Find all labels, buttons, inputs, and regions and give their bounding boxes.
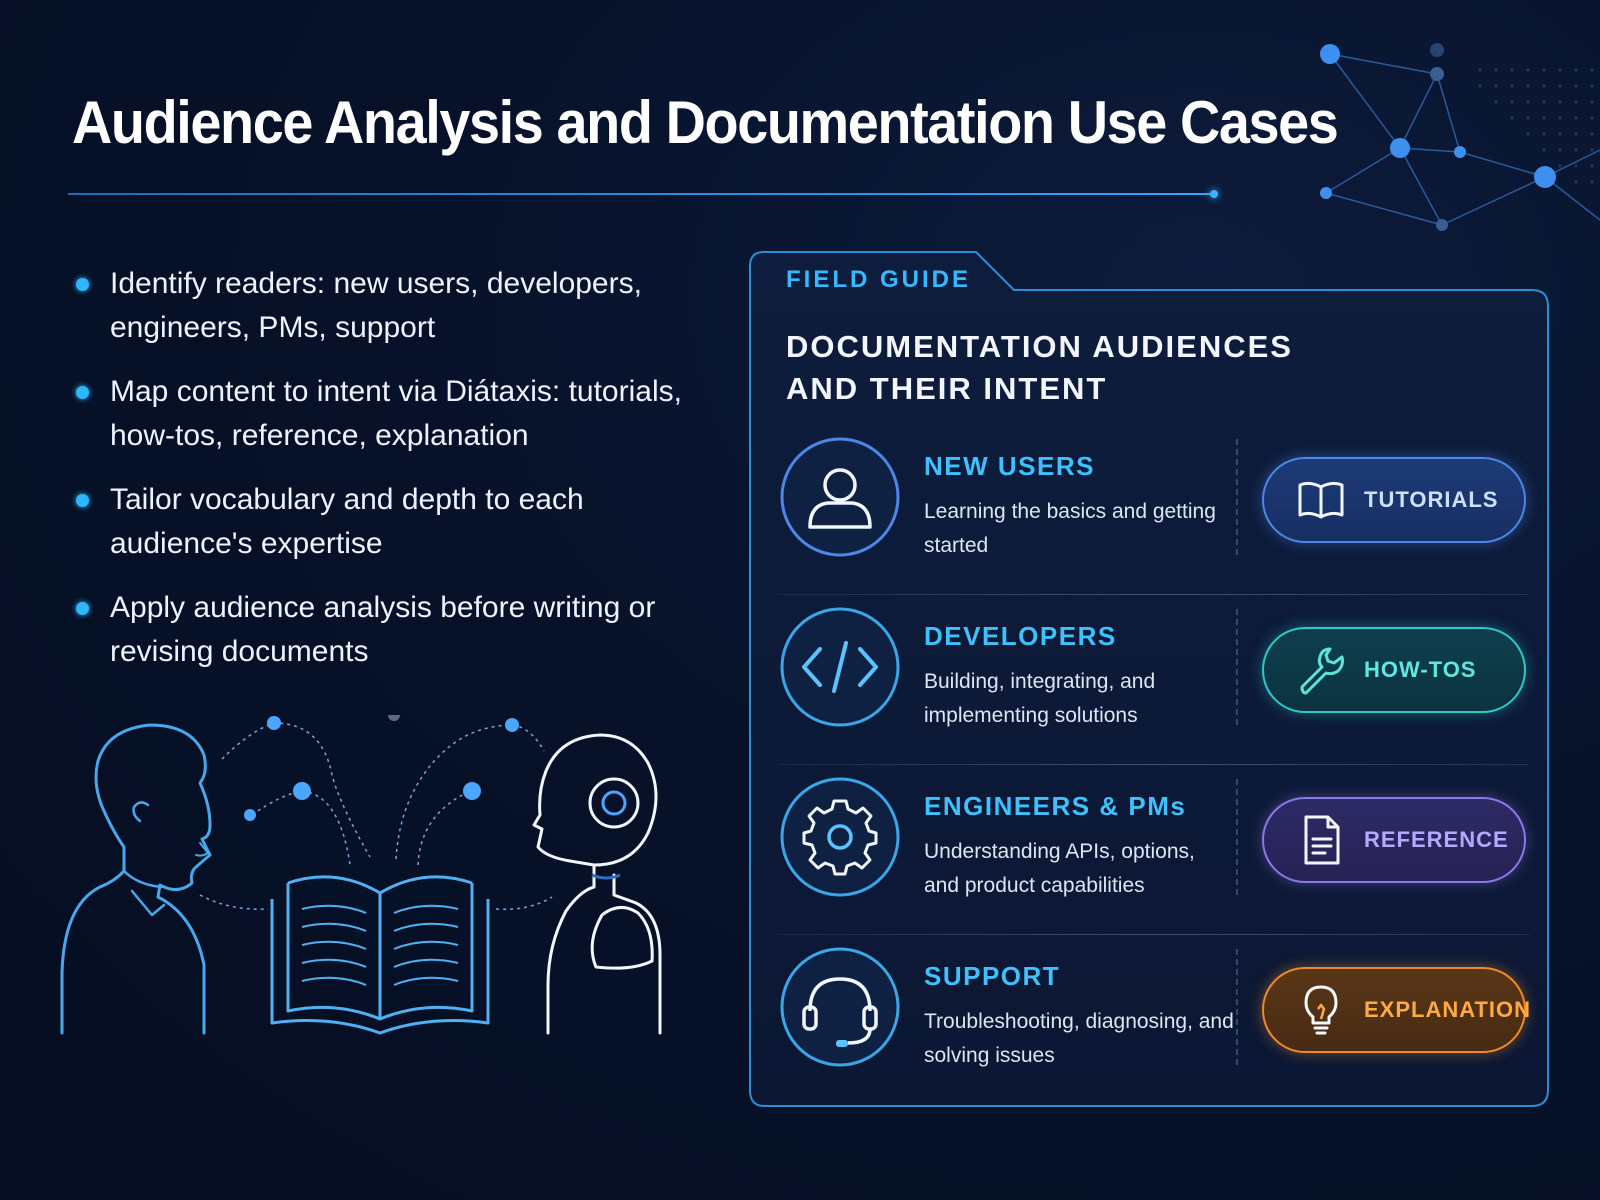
audience-row-developers: DEVELOPERS Building, integrating, and im… [748, 595, 1551, 765]
headset-icon [780, 947, 900, 1067]
key-points-list: Identify readers: new users, developers,… [72, 262, 712, 694]
doc-type-label: TUTORIALS [1364, 487, 1499, 512]
reader-book-illustration [60, 715, 662, 1035]
row-separator [1236, 949, 1238, 1065]
bullet-text: Tailor vocabulary and depth to each audi… [110, 483, 584, 560]
book-icon [1298, 481, 1344, 519]
bullet-dot [76, 494, 89, 507]
doc-type-label: HOW-TOS [1364, 657, 1477, 682]
doc-type-badge-how-tos: HOW-TOS [1262, 627, 1526, 713]
network-decoration [1320, 43, 1600, 231]
bullet-dot [76, 602, 89, 615]
bullet-dot [76, 278, 89, 291]
bullet-item: Map content to intent via Diátaxis: tuto… [72, 370, 712, 458]
row-divider [778, 764, 1529, 765]
row-separator [1236, 779, 1238, 895]
audience-description: Building, integrating, and implementing … [924, 670, 1156, 727]
field-guide-panel: FIELD GUIDE DOCUMENTATION AUDIENCES AND … [748, 250, 1551, 1110]
audience-title: DEVELOPERS [924, 621, 1117, 651]
open-book-icon [270, 875, 490, 1035]
bullet-item: Apply audience analysis before writing o… [72, 586, 712, 674]
bullet-dot [76, 386, 89, 399]
bullet-text: Apply audience analysis before writing o… [110, 591, 656, 668]
audience-row-engineers-pms: ENGINEERS & PMs Understanding APIs, opti… [748, 765, 1551, 935]
audience-title: ENGINEERS & PMs [924, 791, 1187, 821]
audience-description: Understanding APIs, options, and product… [924, 840, 1195, 897]
document-icon [1304, 815, 1340, 865]
field-guide-heading: DOCUMENTATION AUDIENCES AND THEIR INTENT [786, 329, 1293, 406]
wrench-icon [1300, 647, 1344, 695]
bullet-text: Identify readers: new users, developers,… [110, 267, 642, 344]
robot-reader-icon [532, 733, 662, 1035]
bullet-item: Identify readers: new users, developers,… [72, 262, 712, 350]
page-title: Audience Analysis and Documentation Use … [72, 89, 1339, 156]
user-icon [780, 437, 900, 557]
row-separator [1236, 609, 1238, 725]
bullet-item: Tailor vocabulary and depth to each audi… [72, 478, 712, 566]
gear-icon [780, 777, 900, 897]
row-divider [778, 594, 1529, 595]
title-underline [68, 190, 1218, 198]
lightbulb-icon [1304, 985, 1338, 1035]
audience-description: Learning the basics and getting started [924, 500, 1216, 557]
doc-type-badge-tutorials: TUTORIALS [1262, 457, 1526, 543]
doc-type-badge-explanation: EXPLANATION [1262, 967, 1530, 1053]
doc-type-label: EXPLANATION [1364, 997, 1532, 1022]
audience-description: Troubleshooting, diagnosing, and solving… [924, 1010, 1234, 1067]
audience-title: NEW USERS [924, 451, 1095, 481]
row-separator [1236, 439, 1238, 555]
bullet-text: Map content to intent via Diátaxis: tuto… [110, 375, 682, 452]
row-divider [778, 934, 1529, 935]
doc-type-label: REFERENCE [1364, 827, 1509, 852]
audience-title: SUPPORT [924, 961, 1061, 991]
doc-type-badge-reference: REFERENCE [1262, 797, 1526, 883]
audience-list: NEW USERS Learning the basics and gettin… [748, 425, 1551, 1105]
code-icon [780, 607, 900, 727]
audience-row-new-users: NEW USERS Learning the basics and gettin… [748, 425, 1551, 595]
audience-row-support: SUPPORT Troubleshooting, diagnosing, and… [748, 935, 1551, 1105]
field-guide-label: FIELD GUIDE [786, 266, 972, 293]
